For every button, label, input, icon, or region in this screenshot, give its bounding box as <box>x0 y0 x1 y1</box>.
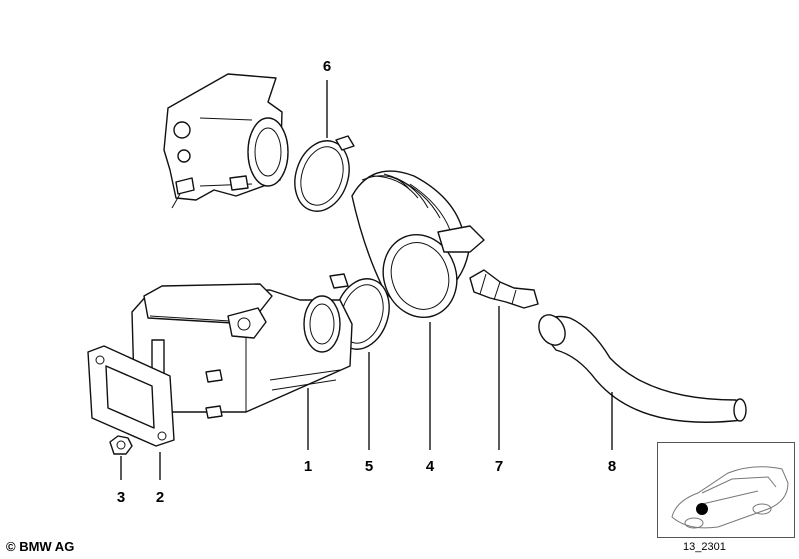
air-flow-meter-drawing <box>131 283 353 419</box>
callout-5: 5 <box>364 458 374 475</box>
location-marker-icon <box>696 503 708 515</box>
callout-6: 6 <box>322 58 332 75</box>
nut-drawing <box>109 435 133 455</box>
callout-3: 3 <box>116 489 126 506</box>
callout-8: 8 <box>607 458 617 475</box>
car-outline-icon <box>671 466 789 529</box>
callout-7: 7 <box>494 458 504 475</box>
copyright-label: © BMW AG <box>6 539 75 554</box>
diagram-reference-number: 13_2301 <box>683 541 726 553</box>
callout-2: 2 <box>155 489 165 506</box>
callout-4: 4 <box>425 458 435 475</box>
hose-drawing <box>538 314 747 423</box>
throttle-body-drawing <box>163 73 289 209</box>
callout-1: 1 <box>303 458 313 475</box>
vehicle-locator-thumbnail <box>657 442 795 538</box>
connector-fitting-drawing <box>469 269 539 309</box>
hose-clamp-upper-drawing <box>294 135 355 212</box>
intake-boot-drawing <box>351 170 485 319</box>
gasket-drawing <box>87 345 175 447</box>
